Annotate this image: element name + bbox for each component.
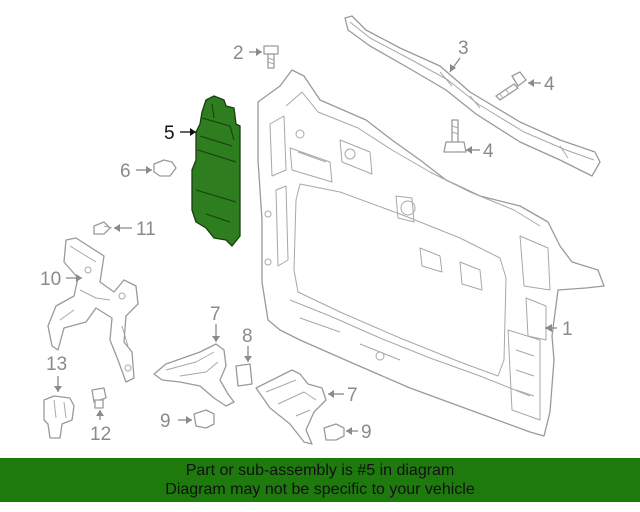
part-1-radiator-support[interactable] xyxy=(257,69,605,437)
callout-4-upper: 4 xyxy=(544,74,555,95)
part-8-clip[interactable] xyxy=(235,363,253,387)
callout-labels: 1 2 3 4 4 5 6 7 8 7 9 9 10 11 12 13 xyxy=(40,38,573,445)
part-4-bolt-lower[interactable] xyxy=(443,119,467,153)
part-7-deflector-right[interactable] xyxy=(255,369,327,445)
part-6-clip[interactable] xyxy=(153,159,177,177)
part-13-sensor[interactable] xyxy=(43,395,75,439)
callout-7-left: 7 xyxy=(210,304,221,325)
part-12-bolt[interactable] xyxy=(91,387,107,409)
part-9-clip-left[interactable] xyxy=(193,409,215,429)
part-2-bolt[interactable] xyxy=(263,45,279,69)
callout-13: 13 xyxy=(46,354,67,375)
banner-line-2: Diagram may not be specific to your vehi… xyxy=(165,481,475,498)
part-4-bolt-upper[interactable] xyxy=(495,71,527,101)
callout-5: 5 xyxy=(164,123,175,144)
part-5-air-guide[interactable] xyxy=(191,95,241,247)
callout-8: 8 xyxy=(242,326,253,347)
part-7-deflector-left[interactable] xyxy=(153,343,235,407)
banner-line-1: Part or sub-assembly is #5 in diagram xyxy=(185,462,455,479)
callout-2: 2 xyxy=(233,43,244,64)
callout-9-right: 9 xyxy=(361,422,372,443)
callout-1: 1 xyxy=(562,319,573,340)
part-11-bolt[interactable] xyxy=(93,221,113,235)
callout-6: 6 xyxy=(120,161,131,182)
callout-7-right: 7 xyxy=(347,385,358,406)
callout-4-lower: 4 xyxy=(483,141,494,162)
callout-12: 12 xyxy=(90,424,111,445)
info-banner: Part or sub-assembly is #5 in diagram Di… xyxy=(0,458,640,502)
part-10-bracket[interactable] xyxy=(47,237,139,383)
callout-3: 3 xyxy=(458,38,469,59)
callout-10: 10 xyxy=(40,269,61,290)
callout-9-left: 9 xyxy=(160,411,171,432)
part-9-clip-right[interactable] xyxy=(323,423,345,441)
part-3-upper-tie-bar[interactable] xyxy=(344,15,601,177)
leader-lines xyxy=(54,48,557,435)
callout-11: 11 xyxy=(136,219,156,240)
